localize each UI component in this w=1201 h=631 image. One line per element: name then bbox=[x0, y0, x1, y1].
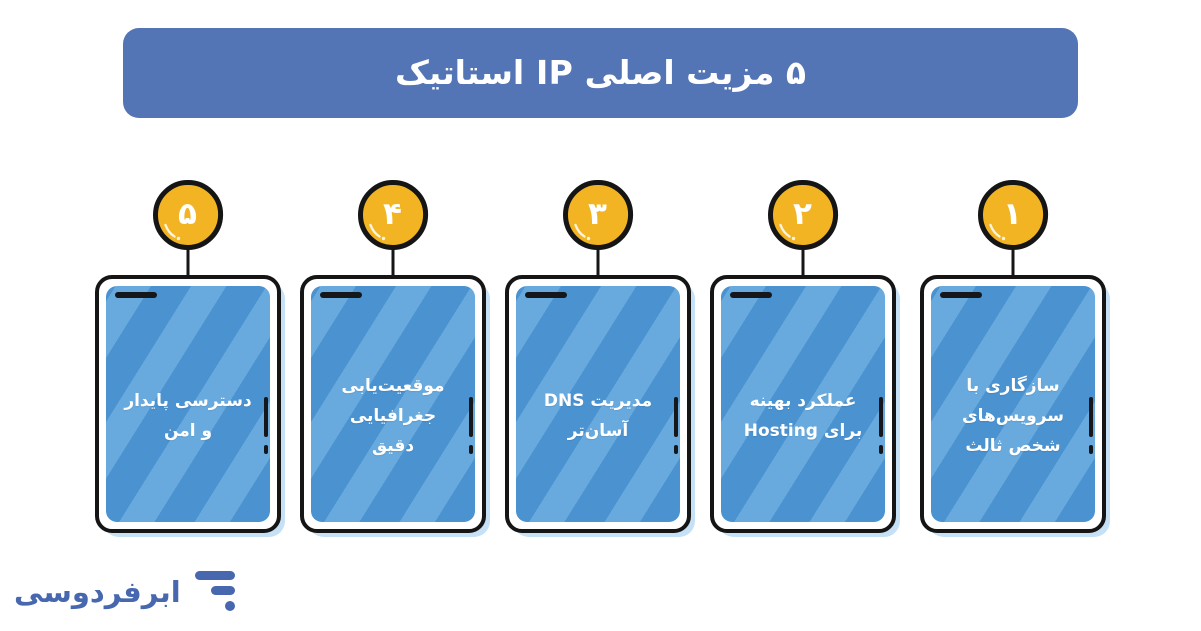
phone-power-button bbox=[879, 445, 883, 454]
badge-connector-line bbox=[596, 248, 599, 282]
phone-speaker-icon bbox=[525, 292, 567, 298]
badge-connector-line bbox=[391, 248, 394, 282]
benefit-card[interactable]: ۱ سازگاری با سرویس‌های شخص ثالث bbox=[910, 170, 1115, 540]
phone-speaker-icon bbox=[730, 292, 772, 298]
phone-frame: سازگاری با سرویس‌های شخص ثالث bbox=[920, 275, 1106, 533]
benefit-card[interactable]: ۴ موقعیت‌یابی جغرافیایی دقیق bbox=[290, 170, 495, 540]
phone-volume-button bbox=[674, 397, 678, 437]
badge-connector-line bbox=[186, 248, 189, 282]
phone-power-button bbox=[1089, 445, 1093, 454]
phone-power-button bbox=[469, 445, 473, 454]
phone-frame: عملکرد بهینه برای Hosting bbox=[710, 275, 896, 533]
card-label: موقعیت‌یابی جغرافیایی دقیق bbox=[311, 372, 475, 461]
benefit-card[interactable]: ۲ عملکرد بهینه برای Hosting bbox=[700, 170, 905, 540]
card-label-line: دسترسی پایدار bbox=[124, 391, 252, 412]
card-label: مدیریت DNS آسان‌تر bbox=[528, 387, 668, 447]
card-label-line: جغرافیایی دقیق bbox=[349, 406, 437, 456]
card-label-line: مدیریت DNS bbox=[543, 391, 653, 412]
three-bars-logo-icon bbox=[194, 571, 235, 613]
phone-screen: عملکرد بهینه برای Hosting bbox=[721, 286, 885, 522]
benefit-card[interactable]: ۵ دسترسی پایدار و امن bbox=[85, 170, 290, 540]
phone-power-button bbox=[264, 445, 268, 454]
phone-illustration: موقعیت‌یابی جغرافیایی دقیق bbox=[300, 275, 490, 537]
card-label-line: سرویس‌های bbox=[961, 406, 1065, 427]
card-number-badge: ۲ bbox=[766, 178, 840, 252]
badge-connector-line bbox=[1011, 248, 1014, 282]
badge-circle-icon bbox=[357, 179, 428, 251]
card-label-line: سازگاری با bbox=[966, 376, 1060, 397]
phone-volume-button bbox=[264, 397, 268, 437]
badge-circle-icon bbox=[977, 179, 1048, 251]
card-label: دسترسی پایدار و امن bbox=[108, 387, 267, 447]
phone-frame: دسترسی پایدار و امن bbox=[95, 275, 281, 533]
card-label-line: عملکرد بهینه bbox=[749, 391, 857, 412]
benefit-cards-row: ۵ دسترسی پایدار و امن ۴ موقعیت‌یابی جغرافیایی… bbox=[0, 170, 1201, 540]
card-label-line: آسان‌تر bbox=[567, 421, 629, 441]
benefit-card[interactable]: ۳ مدیریت DNS آسان‌تر bbox=[495, 170, 700, 540]
badge-circle-icon bbox=[767, 179, 838, 251]
badge-circle-icon bbox=[152, 179, 223, 251]
phone-volume-button bbox=[469, 397, 473, 437]
badge-connector-line bbox=[801, 248, 804, 282]
phone-screen: سازگاری با سرویس‌های شخص ثالث bbox=[931, 286, 1095, 522]
title-banner: ۵ مزیت اصلی IP استاتیک bbox=[123, 28, 1078, 118]
card-label: عملکرد بهینه برای Hosting bbox=[728, 387, 879, 447]
phone-speaker-icon bbox=[115, 292, 157, 298]
logo-bar-long bbox=[194, 571, 235, 580]
badge-circle-icon bbox=[562, 179, 633, 251]
brand-logo: ابرفردوسی bbox=[14, 571, 235, 613]
phone-screen: دسترسی پایدار و امن bbox=[106, 286, 270, 522]
phone-volume-button bbox=[879, 397, 883, 437]
card-label-line: برای Hosting bbox=[743, 421, 863, 441]
logo-bar-mid bbox=[210, 586, 235, 595]
card-label-line: و امن bbox=[163, 421, 213, 441]
phone-screen: مدیریت DNS آسان‌تر bbox=[516, 286, 680, 522]
logo-dot bbox=[224, 601, 235, 611]
phone-illustration: سازگاری با سرویس‌های شخص ثالث bbox=[920, 275, 1110, 537]
phone-speaker-icon bbox=[940, 292, 982, 298]
phone-screen: موقعیت‌یابی جغرافیایی دقیق bbox=[311, 286, 475, 522]
phone-frame: مدیریت DNS آسان‌تر bbox=[505, 275, 691, 533]
page-title: ۵ مزیت اصلی IP استاتیک bbox=[394, 53, 807, 93]
phone-illustration: عملکرد بهینه برای Hosting bbox=[710, 275, 900, 537]
card-number-badge: ۵ bbox=[151, 178, 225, 252]
card-label-line: موقعیت‌یابی bbox=[341, 376, 445, 397]
card-number-badge: ۴ bbox=[356, 178, 430, 252]
phone-frame: موقعیت‌یابی جغرافیایی دقیق bbox=[300, 275, 486, 533]
phone-illustration: مدیریت DNS آسان‌تر bbox=[505, 275, 695, 537]
phone-volume-button bbox=[1089, 397, 1093, 437]
card-label: سازگاری با سرویس‌های شخص ثالث bbox=[946, 372, 1080, 461]
card-number-badge: ۳ bbox=[561, 178, 635, 252]
card-number-badge: ۱ bbox=[976, 178, 1050, 252]
phone-illustration: دسترسی پایدار و امن bbox=[95, 275, 285, 537]
phone-speaker-icon bbox=[320, 292, 362, 298]
card-label-line: شخص ثالث bbox=[965, 435, 1061, 456]
phone-power-button bbox=[674, 445, 678, 454]
logo-text: ابرفردوسی bbox=[14, 575, 181, 609]
